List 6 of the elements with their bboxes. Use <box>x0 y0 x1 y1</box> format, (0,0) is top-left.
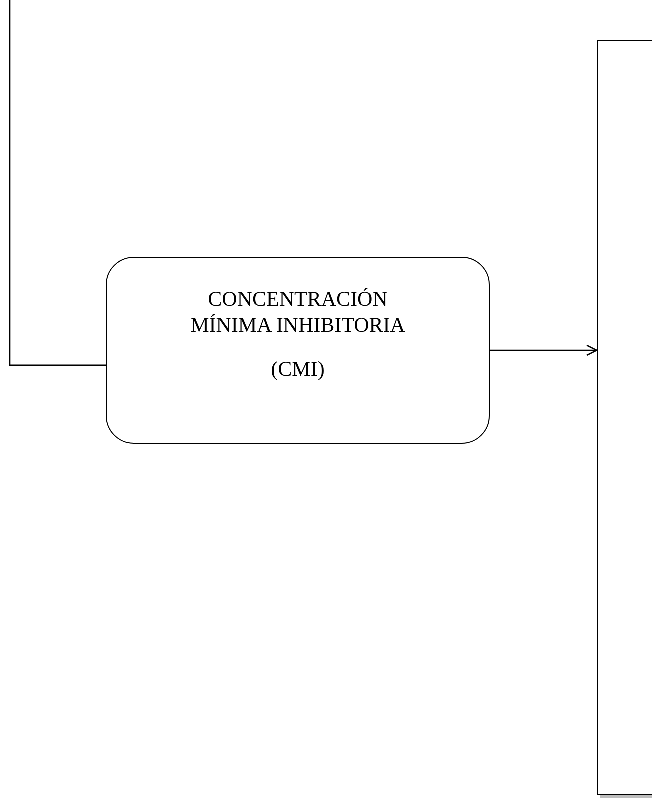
rounded-box <box>106 257 490 444</box>
box-text: (CMI) <box>271 356 325 382</box>
connector-line <box>9 0 106 366</box>
arrow <box>490 344 598 356</box>
box-heading: CONCENTRACIÓN MÍNIMA INHIBITORIA <box>190 286 406 338</box>
empty-box <box>597 40 652 795</box>
